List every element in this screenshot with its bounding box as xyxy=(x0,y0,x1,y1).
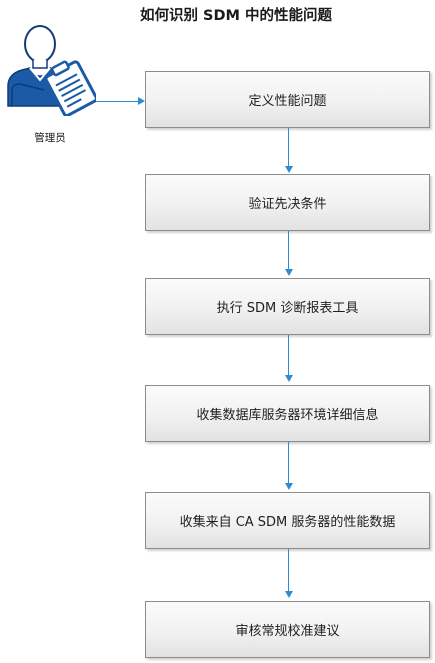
actor-connector-arrowhead xyxy=(138,97,145,105)
actor-label: 管理员 xyxy=(34,132,66,144)
administrator-clipboard-icon xyxy=(7,25,96,116)
step-review-tuning-recommendations: 审核常规校准建议 xyxy=(145,601,430,658)
connector-line-3 xyxy=(288,335,289,375)
step-collect-database-environment: 收集数据库服务器环境详细信息 xyxy=(145,385,430,442)
step-verify-prerequisites: 验证先决条件 xyxy=(145,174,430,231)
step-run-diagnostic-tool: 执行 SDM 诊断报表工具 xyxy=(145,278,430,335)
connector-arrowhead-4 xyxy=(285,483,293,490)
step-define-problem: 定义性能问题 xyxy=(145,71,430,128)
connector-line-2 xyxy=(288,231,289,269)
actor-connector-line xyxy=(96,101,138,102)
diagram-title: 如何识别 SDM 中的性能问题 xyxy=(140,8,333,24)
connector-line-5 xyxy=(288,549,289,591)
step-collect-performance-data: 收集来自 CA SDM 服务器的性能数据 xyxy=(145,492,430,549)
connector-line-1 xyxy=(288,128,289,166)
connector-arrowhead-2 xyxy=(285,269,293,276)
connector-arrowhead-5 xyxy=(285,591,293,598)
connector-arrowhead-1 xyxy=(285,166,293,173)
connector-line-4 xyxy=(288,442,289,483)
connector-arrowhead-3 xyxy=(285,375,293,382)
